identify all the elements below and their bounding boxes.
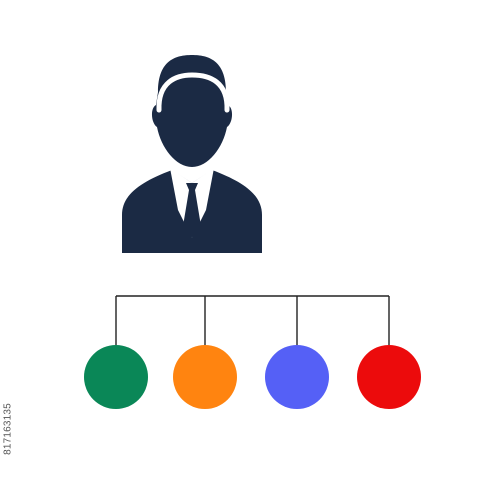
connector-lines xyxy=(115,295,390,345)
stock-id-label: 817163135 xyxy=(2,392,14,466)
orange-node xyxy=(173,345,237,409)
head-shape xyxy=(151,55,233,167)
green-node xyxy=(84,345,148,409)
stock-id-text: 817163135 xyxy=(2,403,14,455)
tie xyxy=(183,183,201,238)
red-node xyxy=(357,345,421,409)
businessman-icon xyxy=(122,55,262,253)
child-nodes xyxy=(84,345,421,409)
hair-highlight xyxy=(156,72,230,113)
blue-node xyxy=(265,345,329,409)
